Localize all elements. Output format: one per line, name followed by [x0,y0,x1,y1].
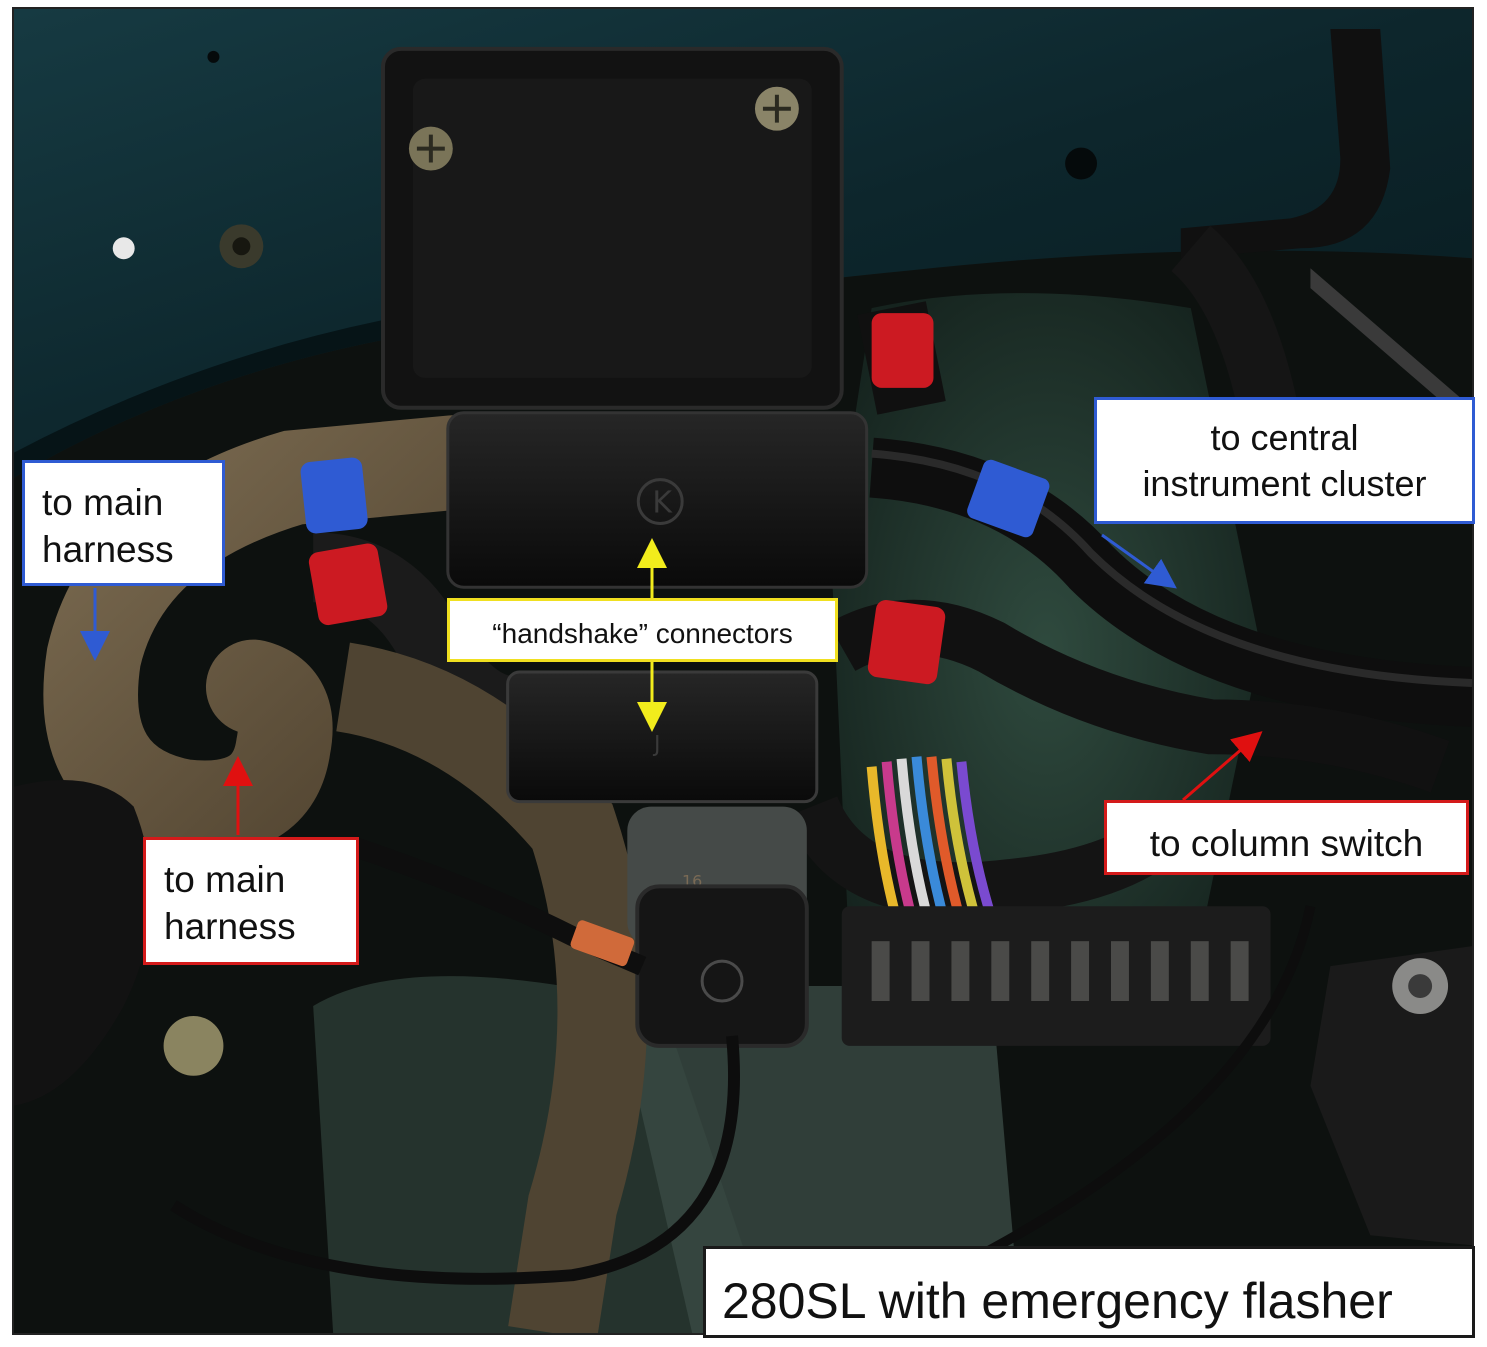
bracket [1180,28,1391,259]
label-line-1: to main [42,482,164,523]
left-shadow-mass [14,780,152,1106]
thin-black-wire-right [959,905,1316,1270]
red-sleeve [308,543,388,626]
cover-screw-slot [762,94,791,123]
photo-frame: K J [12,7,1474,1335]
panel-hole [207,50,220,63]
red-sleeve-top [871,313,934,388]
blue-sleeve-right [967,459,1050,538]
flasher-wire [349,837,647,976]
flasher-plug-ring [700,959,744,1003]
label-line-2: instrument cluster [1142,463,1427,505]
upper-connector-ring [636,478,684,525]
label-to-main-harness-red: to main harness [143,837,359,965]
relay-cover-face [412,78,812,378]
panel-bolt-center [232,237,251,256]
caption-text: 280SL with emergency flasher [722,1273,1393,1329]
upper-connector-mark: K [652,485,673,520]
orange-sleeve [570,920,635,967]
rod [1310,268,1472,428]
label-text: “handshake” connectors [492,618,793,649]
upper-connector [446,411,869,589]
label-to-column-switch: to column switch [1104,800,1469,875]
lower-right-bracket [1310,946,1472,1246]
label-handshake-connectors: “handshake” connectors [447,598,838,662]
blue-sleeve [300,457,368,534]
cover-screw-slot [416,134,445,163]
label-line-2: harness [164,906,296,948]
thin-black-wire [170,1035,741,1285]
engine-bay-photo: K J [14,9,1472,1333]
bracket-bolt-center [1408,974,1433,999]
label-line-1: to central [1210,417,1359,458]
red-sleeve-mid [867,600,946,685]
fuse-teeth [871,941,1249,1002]
grommet [163,1015,224,1076]
label-line-1: to main [164,859,286,900]
lower-connector [506,670,819,804]
lower-harness [335,642,648,1333]
label-to-central-instrument-cluster: to central instrument cluster [1094,397,1475,524]
label-to-main-harness-blue: to main harness [22,460,225,586]
label-text: to column switch [1149,823,1424,864]
panel-hole [112,237,135,260]
lower-connector-mark: J [652,733,660,758]
flasher-plug [635,884,809,1048]
label-line-2: harness [42,529,174,571]
panel-edge [14,318,393,478]
caption: 280SL with emergency flasher [703,1246,1475,1338]
panel-hole [1065,147,1098,180]
